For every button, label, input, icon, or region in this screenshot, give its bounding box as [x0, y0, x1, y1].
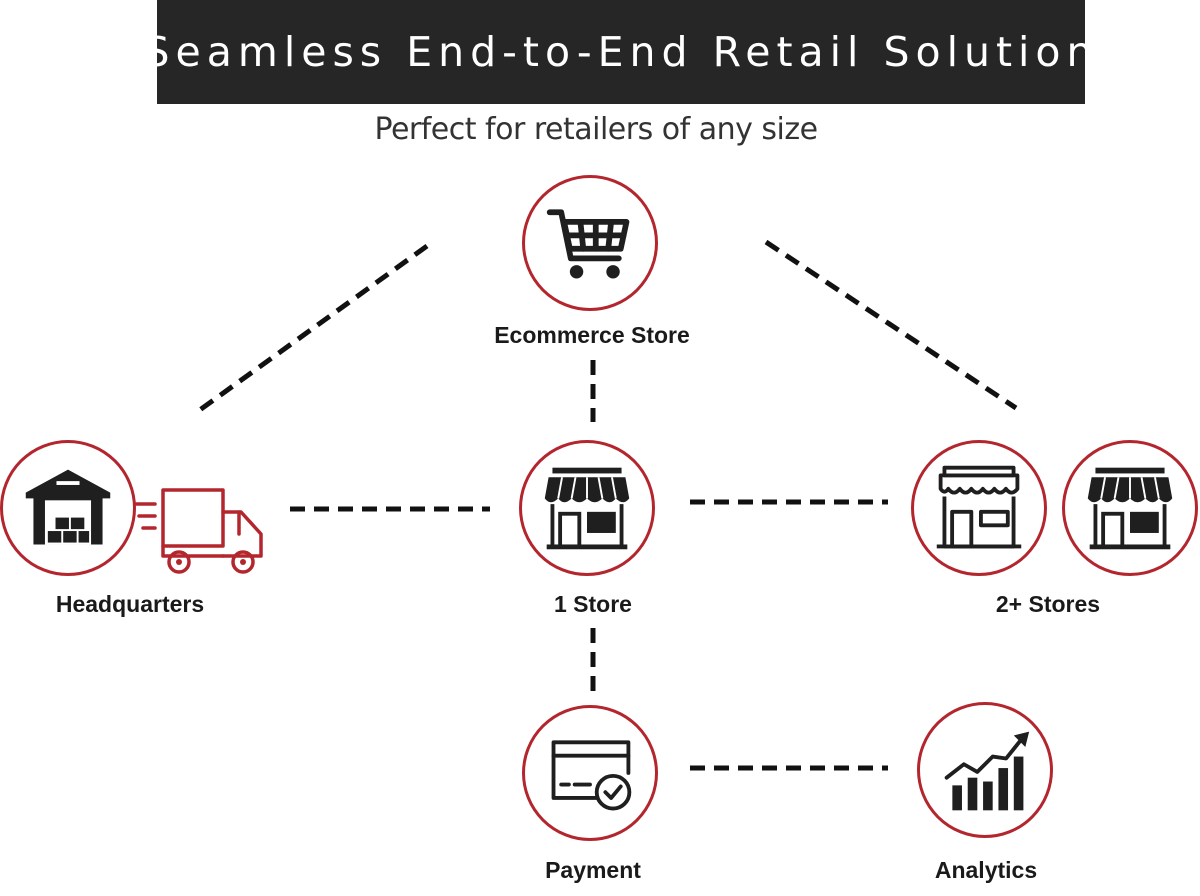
- title-bar: Seamless End-to-End Retail Solution: [144, 0, 1092, 104]
- growth-chart-icon: [944, 731, 1030, 811]
- credit-card-check-icon: [551, 740, 632, 811]
- page-subtitle: Perfect for retailers of any size: [374, 112, 818, 147]
- analytics-label: Analytics: [934, 857, 1038, 883]
- multi-store-node-outline: [911, 440, 1047, 576]
- headquarters-node: [0, 440, 136, 576]
- storefront-outline-icon: [936, 465, 1022, 549]
- storefront-icon: [544, 467, 630, 550]
- storefront-icon: [1087, 467, 1173, 550]
- connector-ecommerce-multi-store: [764, 239, 1018, 411]
- multi-store-node-filled: [1062, 440, 1198, 576]
- one-store-label: 1 Store: [554, 591, 632, 617]
- analytics-node: [917, 702, 1053, 838]
- headquarters-label: Headquarters: [55, 591, 205, 617]
- warehouse-icon: [25, 469, 111, 545]
- delivery-truck-icon: [133, 488, 263, 574]
- connector-ecommerce-headquarters: [195, 243, 429, 415]
- one-store-node: [519, 440, 655, 576]
- payment-label: Payment: [545, 857, 641, 883]
- ecommerce-store-node: [522, 175, 658, 311]
- payment-node: [522, 705, 658, 841]
- page-title: Seamless End-to-End Retail Solution: [143, 28, 1099, 76]
- ecommerce-store-label: Ecommerce Store: [494, 322, 690, 348]
- shopping-cart-icon: [546, 209, 630, 279]
- multi-store-label: 2+ Stores: [995, 591, 1101, 617]
